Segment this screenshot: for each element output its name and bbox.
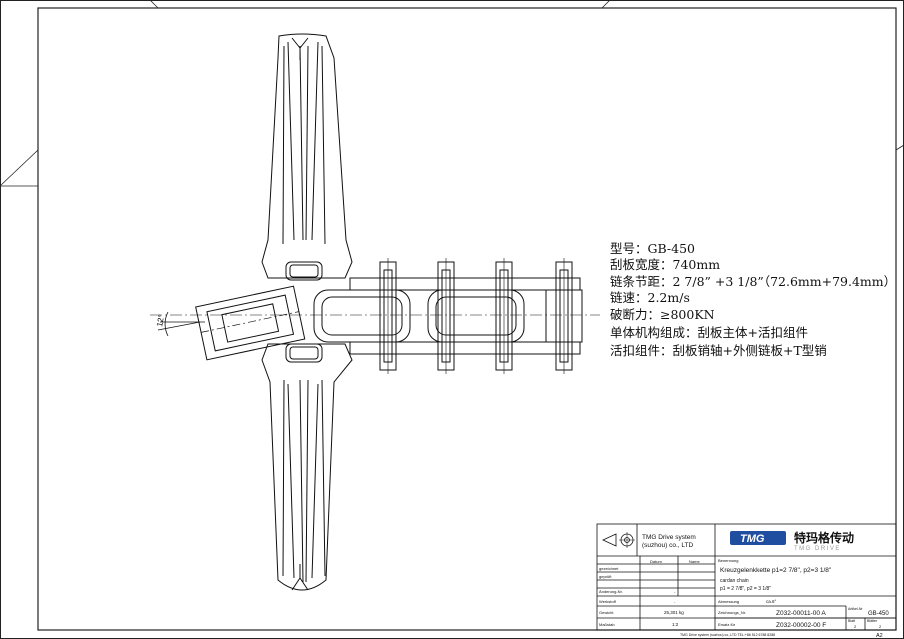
svg-text:-: - bbox=[674, 599, 676, 604]
chain-pins bbox=[379, 258, 573, 374]
chain-links bbox=[313, 277, 583, 355]
svg-text:GB-450: GB-450 bbox=[868, 611, 889, 617]
flight-bar-upper bbox=[261, 33, 353, 281]
svg-text:Änderung-Nr.: Änderung-Nr. bbox=[599, 589, 623, 594]
svg-text:Name: Name bbox=[689, 559, 700, 564]
svg-text:ca.6°: ca.6° bbox=[766, 599, 777, 604]
svg-text:-: - bbox=[674, 589, 676, 594]
flight-bar-lower bbox=[261, 343, 353, 591]
svg-text:Blätter: Blätter bbox=[867, 619, 878, 623]
title-block bbox=[596, 523, 897, 631]
svg-text:gezeichnet: gezeichnet bbox=[599, 566, 619, 571]
svg-text:Artikel-Nr: Artikel-Nr bbox=[848, 607, 863, 611]
svg-text:Maßstab: Maßstab bbox=[599, 622, 615, 627]
spec-structure: 单体机构组成：刮板主体+活扣组件 bbox=[610, 325, 808, 340]
title-block-text: TMG Drive system (suzhou) co., LTD Datum… bbox=[599, 534, 889, 639]
svg-text:25,301 kg: 25,301 kg bbox=[664, 610, 684, 615]
svg-text:1:2: 1:2 bbox=[672, 622, 679, 627]
svg-text:p1 = 2 7/8", p2 = 3 1/8": p1 = 2 7/8", p2 = 3 1/8" bbox=[720, 586, 771, 592]
spec-pitch: 链条节距：2 7/8” +3 1/8”（72.6mm+79.4mm） bbox=[610, 274, 897, 289]
svg-text:Zeichnungs_Nr.: Zeichnungs_Nr. bbox=[718, 610, 746, 615]
svg-text:TMG DRIVE: TMG DRIVE bbox=[794, 546, 841, 552]
svg-text:Ersatz für: Ersatz für bbox=[718, 622, 736, 627]
svg-text:(suzhou) co., LTD: (suzhou) co., LTD bbox=[642, 542, 693, 549]
svg-text:A2: A2 bbox=[876, 633, 883, 639]
svg-text:cardan chain: cardan chain bbox=[720, 578, 749, 584]
svg-text:特玛格传动: 特玛格传动 bbox=[794, 530, 854, 545]
svg-text:Kreuzgelenkkette p1=2 7/8", p2: Kreuzgelenkkette p1=2 7/8", p2=3 1/8" bbox=[720, 567, 832, 574]
svg-text:Datum: Datum bbox=[650, 559, 662, 564]
svg-text:2: 2 bbox=[854, 624, 857, 629]
angle-label: 12° bbox=[155, 314, 166, 327]
svg-text:Blatt: Blatt bbox=[848, 619, 855, 623]
svg-text:TMG Drive system: TMG Drive system bbox=[642, 534, 696, 541]
spec-buckle: 活扣组件：刮板销轴+外侧链板+T型销 bbox=[610, 343, 827, 358]
svg-text:2: 2 bbox=[879, 624, 882, 629]
svg-text:Benennung: Benennung bbox=[718, 558, 738, 563]
svg-text:Abmessung: Abmessung bbox=[718, 599, 739, 604]
svg-text:TMG Drive system (suzhou) co.,: TMG Drive system (suzhou) co.,LTD TEL:+8… bbox=[680, 633, 775, 637]
spec-plate-width: 刮板宽度：740mm bbox=[610, 257, 721, 272]
svg-text:geprüft: geprüft bbox=[599, 574, 612, 579]
svg-text:TMG: TMG bbox=[740, 533, 765, 545]
company-logo: TMG 特玛格传动 TMG DRIVE bbox=[730, 530, 854, 552]
tilted-chain-link bbox=[195, 285, 306, 361]
angle-dimension bbox=[157, 311, 205, 337]
spec-speed: 链速：2.2m/s bbox=[610, 290, 690, 305]
svg-text:Z032-00011-00 A: Z032-00011-00 A bbox=[776, 610, 826, 617]
spec-model: 型号：GB-450 bbox=[610, 241, 695, 256]
spec-break-force: 破断力：≥800KN bbox=[610, 307, 715, 322]
svg-text:Z032-00002-00 F: Z032-00002-00 F bbox=[776, 622, 826, 629]
svg-text:Werkstoff: Werkstoff bbox=[599, 599, 617, 604]
svg-text:Gewicht: Gewicht bbox=[599, 610, 614, 615]
